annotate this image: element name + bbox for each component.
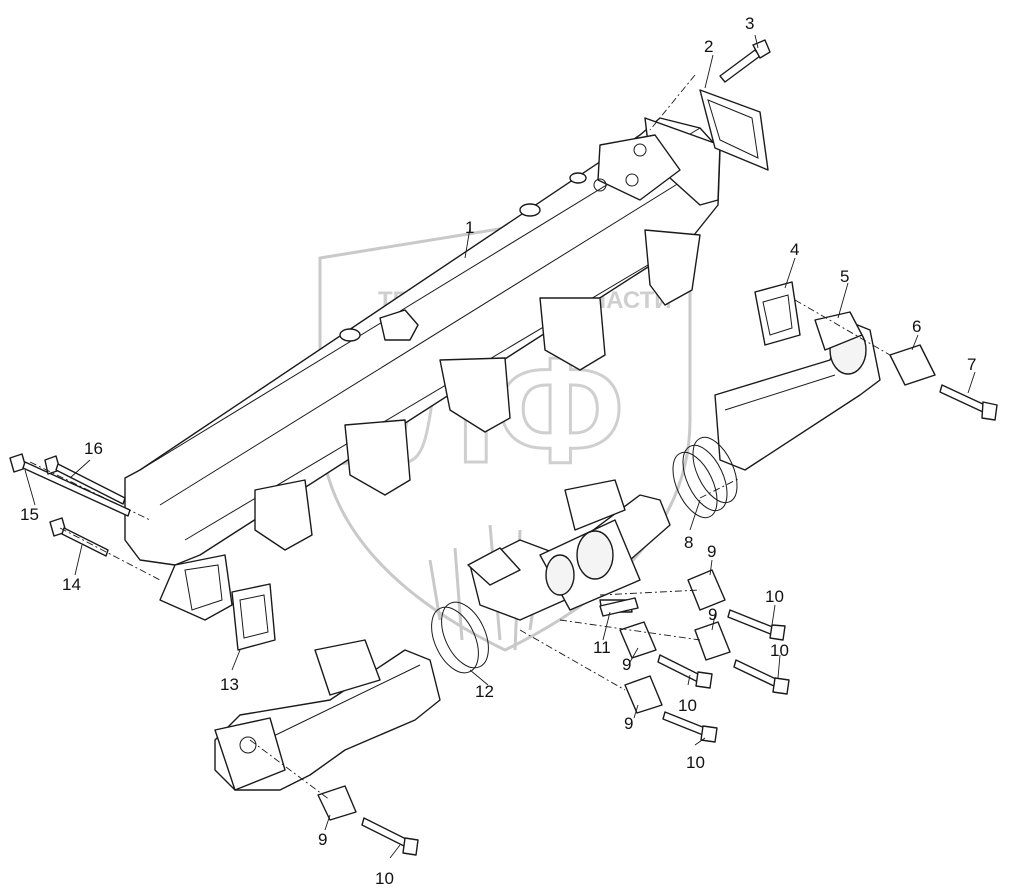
callout-3: 3 xyxy=(745,14,754,33)
callout-6: 6 xyxy=(912,317,921,336)
sleeve-9-mid-right xyxy=(694,621,731,661)
callout-1: 1 xyxy=(465,218,474,237)
callout-15: 15 xyxy=(20,505,39,524)
center-manifold-section xyxy=(467,479,671,621)
assembly-lines xyxy=(29,74,891,801)
sleeve-9-upper xyxy=(687,569,726,611)
bolt-10-mid-right xyxy=(733,659,790,695)
callout-4: 4 xyxy=(790,240,799,259)
pin-11 xyxy=(599,597,639,617)
bolt-16 xyxy=(44,455,126,505)
left-elbow-manifold xyxy=(214,639,441,791)
gasket-13 xyxy=(231,583,276,651)
callout-8: 8 xyxy=(684,533,693,552)
bolt-15 xyxy=(9,453,131,517)
bolt-10-mid xyxy=(657,654,713,689)
sleeve-9-bottom xyxy=(317,785,357,821)
bolt-7 xyxy=(939,384,998,421)
bolt-10-bottom xyxy=(361,817,419,856)
seal-rings-12 xyxy=(431,601,489,674)
callout-10-mid-right: 10 xyxy=(770,641,789,660)
sleeve-9-mid xyxy=(619,621,657,659)
callout-9-lower: 9 xyxy=(624,714,633,733)
callout-16: 16 xyxy=(84,439,103,458)
callout-9-mid-right: 9 xyxy=(708,605,717,624)
leader-lines xyxy=(24,34,976,859)
callout-10-upper: 10 xyxy=(765,587,784,606)
callout-14: 14 xyxy=(62,575,81,594)
callout-labels: 1 2 3 4 5 6 7 8 9 10 11 9 9 10 10 9 10 1… xyxy=(20,14,976,888)
callout-5: 5 xyxy=(840,267,849,286)
callout-10-mid: 10 xyxy=(678,696,697,715)
callout-13: 13 xyxy=(220,675,239,694)
bolt-14 xyxy=(49,517,109,557)
callout-10-bottom: 10 xyxy=(375,869,394,888)
callout-9-upper: 9 xyxy=(707,542,716,561)
callout-12: 12 xyxy=(475,682,494,701)
callout-11: 11 xyxy=(593,638,611,657)
gasket-2 xyxy=(699,89,769,171)
callout-10-lower: 10 xyxy=(686,753,705,772)
callout-9-bottom: 9 xyxy=(318,830,327,849)
sleeve-9-lower xyxy=(624,675,663,714)
gasket-4 xyxy=(754,281,801,346)
callout-9-mid: 9 xyxy=(622,655,631,674)
bolt-10-upper xyxy=(727,609,786,641)
callout-2: 2 xyxy=(704,37,713,56)
callout-7: 7 xyxy=(967,355,976,374)
bolt-10-lower xyxy=(662,711,718,743)
sleeve-6 xyxy=(889,344,936,386)
upper-exhaust-manifold xyxy=(124,117,721,621)
bolt-3 xyxy=(719,39,771,83)
right-elbow-manifold xyxy=(714,311,881,471)
seal-rings-8 xyxy=(672,436,738,519)
